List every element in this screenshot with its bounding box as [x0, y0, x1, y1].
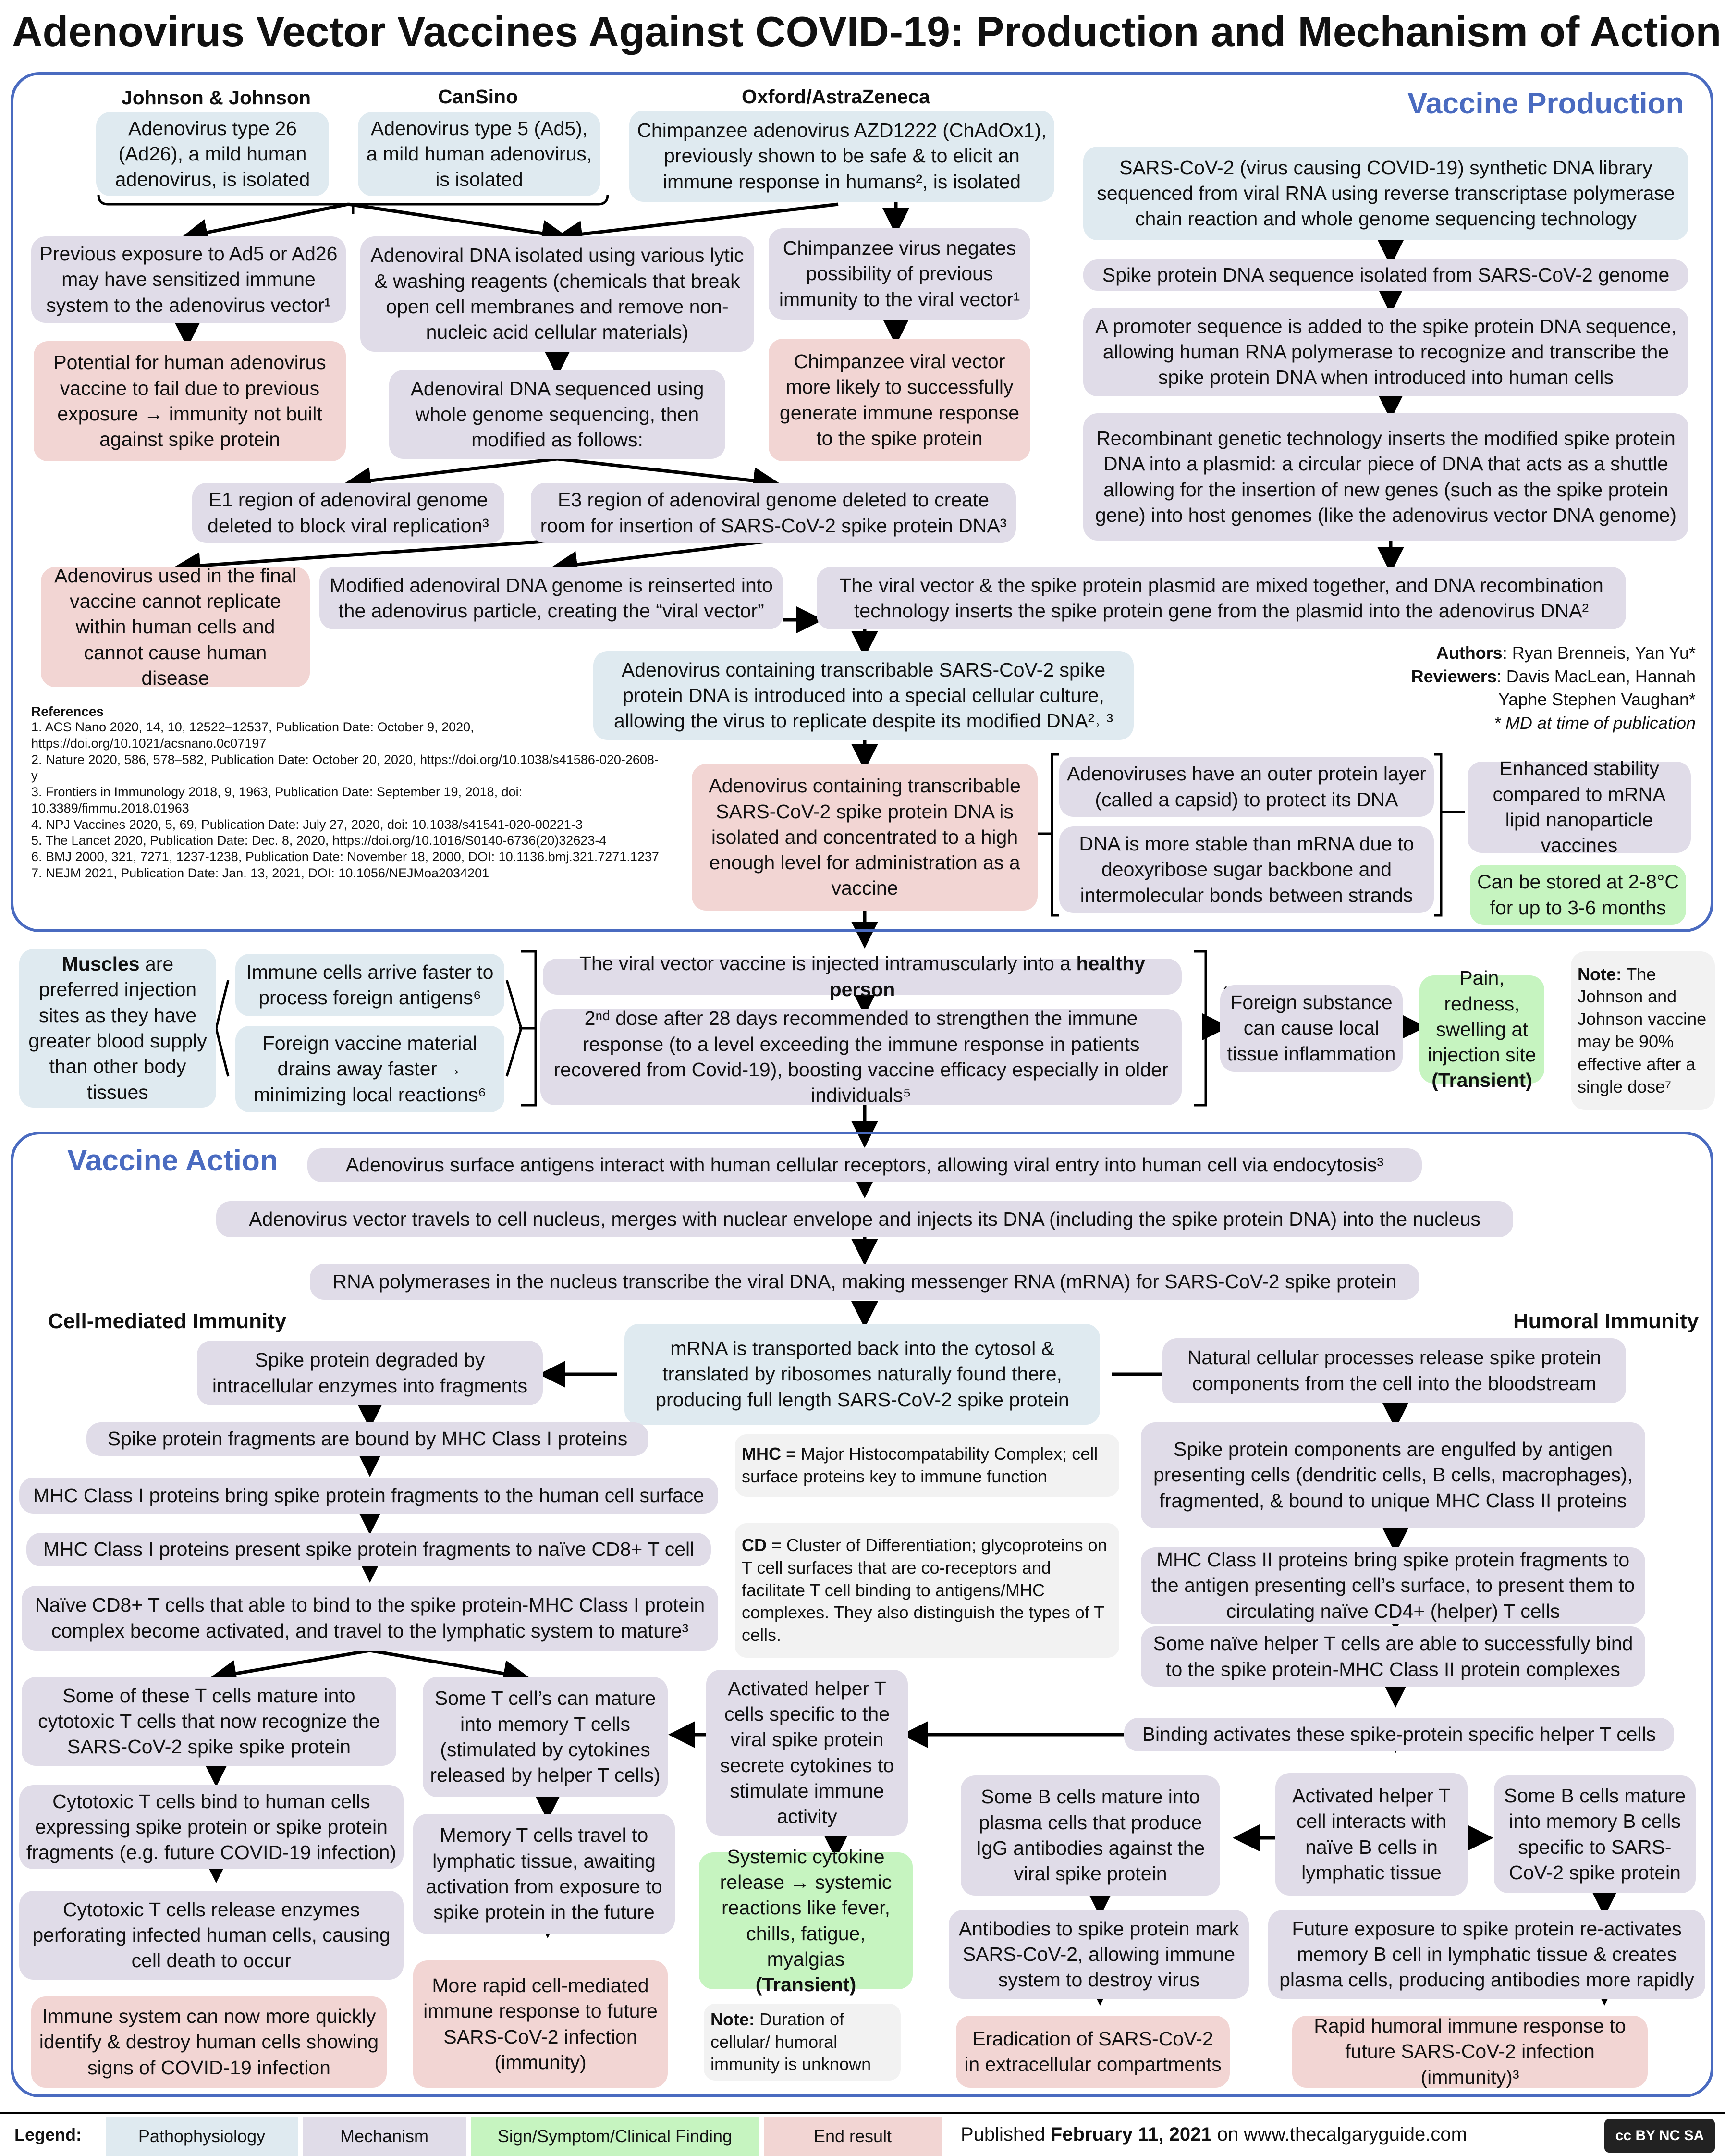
engulfed-box: Spike protein components are engulfed by…	[1141, 1422, 1645, 1528]
cd-definition-box: CD = Cluster of Differentiation; glycopr…	[735, 1523, 1119, 1658]
culture-box: Adenovirus containing transcribable SARS…	[593, 651, 1134, 740]
rapid-humoral-box: Rapid humoral immune response to future …	[1292, 2015, 1648, 2088]
pain-box: Pain, redness, swelling at injection sit…	[1419, 967, 1544, 1091]
reference-4: 4. NPJ Vaccines 2020, 5, 69, Publication…	[31, 817, 583, 832]
legend-bar	[0, 2112, 1725, 2156]
legend-end-result: End result	[764, 2117, 942, 2156]
natural-release-box: Natural cellular processes release spike…	[1162, 1338, 1626, 1403]
reference-6: 6. BMJ 2000, 321, 7271, 1237-1238, Publi…	[31, 850, 659, 864]
e3-box: E3 region of adenoviral genome deleted t…	[531, 483, 1016, 543]
cc-license-badge: cc BY NC SA	[1604, 2119, 1715, 2153]
immune-quick-box: Immune system can now more quickly ident…	[31, 1996, 387, 2088]
vaccine-production-section	[11, 72, 1713, 932]
reference-5: 5. The Lancet 2020, Publication Date: De…	[31, 833, 607, 848]
vaccine-production-heading: Vaccine Production	[1407, 87, 1684, 120]
reference-2: 2. Nature 2020, 586, 578–582, Publicatio…	[31, 752, 659, 783]
cansino-heading: CanSino	[438, 86, 518, 108]
immune-faster-box: Immune cells arrive faster to process fo…	[235, 954, 504, 1016]
second-dose-box: 2ⁿᵈ dose after 28 days recommended to st…	[540, 1007, 1182, 1106]
eradication-box: Eradication of SARS-CoV-2 in extracellul…	[956, 2016, 1230, 2088]
dna-stable-box: DNA is more stable than mRNA due to deox…	[1059, 826, 1434, 913]
plasmid-box: Recombinant genetic technology inserts t…	[1083, 413, 1688, 541]
helper-b-box: Activated helper T cell interacts with n…	[1275, 1773, 1468, 1896]
memory-travel-box: Memory T cells travel to lymphatic tissu…	[413, 1814, 675, 1934]
mrna-box: mRNA is transported back into the cytoso…	[624, 1324, 1100, 1425]
isolated-dna-box: Adenoviral DNA isolated using various ly…	[360, 236, 754, 352]
vector-nucleus-box: Adenovirus vector travels to cell nucleu…	[216, 1201, 1513, 1237]
spike-isolated-box: Spike protein DNA sequence isolated from…	[1083, 259, 1688, 291]
duration-note-box: Note: Duration of cellular/ humoral immu…	[704, 2004, 901, 2081]
naive-helper-box: Some naïve helper T cells are able to su…	[1141, 1626, 1645, 1687]
capsid-box: Adenoviruses have an outer protein layer…	[1059, 757, 1434, 817]
brackets	[97, 194, 1465, 1107]
binding-activates-box: Binding activates these spike-protein sp…	[1124, 1718, 1674, 1751]
prev-exposure-box: Previous exposure to Ad5 or Ad26 may hav…	[31, 236, 346, 323]
sequenced-box: Adenoviral DNA sequenced using whole gen…	[389, 370, 725, 459]
rapid-cell-box: More rapid cell-mediated immune response…	[413, 1960, 668, 2088]
jj-heading: Johnson & Johnson	[121, 86, 311, 109]
cytotoxic-release-box: Cytotoxic T cells release enzymes perfor…	[19, 1891, 404, 1980]
cytotoxic-bind-box: Cytotoxic T cells bind to human cells ex…	[19, 1785, 404, 1869]
dna-library-box: SARS-CoV-2 (virus causing COVID-19) synt…	[1083, 147, 1688, 240]
drains-box: Foreign vaccine material drains away fas…	[235, 1026, 504, 1112]
arrows	[173, 202, 1618, 2006]
mhc1-present-box: MHC Class I proteins present spike prote…	[26, 1533, 711, 1566]
mixed-box: The viral vector & the spike protein pla…	[817, 567, 1626, 629]
surface-antigens-box: Adenovirus surface antigens interact wit…	[307, 1148, 1422, 1182]
jj-box: Adenovirus type 26 (Ad26), a mild human …	[96, 112, 329, 196]
humoral-heading: Humoral Immunity	[1513, 1309, 1699, 1333]
vaccine-action-heading: Vaccine Action	[67, 1144, 278, 1177]
degraded-box: Spike protein degraded by intracellular …	[197, 1341, 543, 1405]
helper-secrete-box: Activated helper T cells specific to the…	[706, 1670, 908, 1836]
legend-sign: Sign/Symptom/Clinical Finding	[471, 2117, 759, 2156]
naive-cd8-box: Naïve CD8+ T cells that able to bind to …	[22, 1586, 718, 1651]
potential-fail-box: Potential for human adenovirus vaccine t…	[34, 341, 346, 461]
references-block: References 1. ACS Nano 2020, 14, 10, 125…	[31, 704, 661, 882]
cannot-replicate-box: Adenovirus used in the final vaccine can…	[41, 565, 310, 689]
legend-pathophysiology: Pathophysiology	[106, 2117, 298, 2156]
cansino-box: Adenovirus type 5 (Ad5), a mild human ad…	[358, 112, 600, 196]
reference-3: 3. Frontiers in Immunology 2018, 9, 1963…	[31, 785, 523, 815]
chimp-negates-box: Chimpanzee virus negates possibility of …	[769, 228, 1030, 320]
cell-mediated-heading: Cell-mediated Immunity	[48, 1309, 287, 1333]
legend-label: Legend:	[14, 2125, 82, 2144]
enhanced-stability-box: Enhanced stability compared to mRNA lipi…	[1468, 757, 1691, 856]
mhc1-bound-box: Spike protein fragments are bound by MHC…	[86, 1422, 648, 1456]
concentrated-box: Adenovirus containing transcribable SARS…	[692, 764, 1038, 911]
injected-box: The viral vector vaccine is injected int…	[543, 952, 1182, 1000]
authors-block: Authors: Ryan Brenneis, Yan Yu* Reviewer…	[1411, 643, 1696, 733]
chimp-likely-box: Chimpanzee viral vector more likely to s…	[769, 339, 1030, 461]
oxford-heading: Oxford/AstraZeneca	[742, 86, 930, 108]
oxford-box: Chimpanzee adenovirus AZD1222 (ChAdOx1),…	[629, 111, 1054, 202]
plasma-cells-box: Some B cells mature into plasma cells th…	[961, 1775, 1220, 1896]
systemic-box: Systemic cytokine release → systemic rea…	[699, 1846, 913, 1996]
page-title: Adenovirus Vector Vaccines Against COVID…	[12, 8, 1722, 55]
memory-b-box: Some B cells mature into memory B cells …	[1494, 1775, 1696, 1893]
published-line: Published February 11, 2021 on www.theca…	[961, 2124, 1467, 2145]
memory-t-box: Some T cell’s can mature into memory T c…	[423, 1677, 668, 1797]
legend-mechanism: Mechanism	[303, 2117, 466, 2156]
mhc-definition-box: MHC = Major Histocompatability Complex; …	[735, 1434, 1119, 1497]
e1-box: E1 region of adenoviral genome deleted t…	[192, 483, 504, 543]
muscles-box: Muscles are preferred injection sites as…	[19, 949, 216, 1108]
foreign-substance-box: Foreign substance can cause local tissue…	[1220, 985, 1403, 1072]
antibodies-box: Antibodies to spike protein mark SARS-Co…	[949, 1910, 1249, 1999]
cytotoxic-mature-box: Some of these T cells mature into cytoto…	[22, 1677, 396, 1766]
mhc1-surface-box: MHC Class I proteins bring spike protein…	[19, 1478, 718, 1514]
reference-1: 1. ACS Nano 2020, 14, 10, 12522–12537, P…	[31, 720, 474, 751]
vaccine-action-section	[11, 1132, 1713, 2097]
mhc2-box: MHC Class II proteins bring spike protei…	[1141, 1547, 1645, 1624]
reinserted-box: Modified adenoviral DNA genome is reinse…	[319, 567, 783, 629]
reference-7: 7. NEJM 2021, Publication Date: Jan. 13,…	[31, 865, 489, 880]
storage-box: Can be stored at 2-8°C for up to 3-6 mon…	[1470, 865, 1686, 925]
promoter-box: A promoter sequence is added to the spik…	[1083, 308, 1688, 396]
jj-note-box: Note: The Johnson and Johnson vaccine ma…	[1571, 951, 1715, 1110]
future-exposure-box: Future exposure to spike protein re-acti…	[1268, 1910, 1705, 1999]
rna-polymerase-box: RNA polymerases in the nucleus transcrib…	[310, 1264, 1419, 1300]
